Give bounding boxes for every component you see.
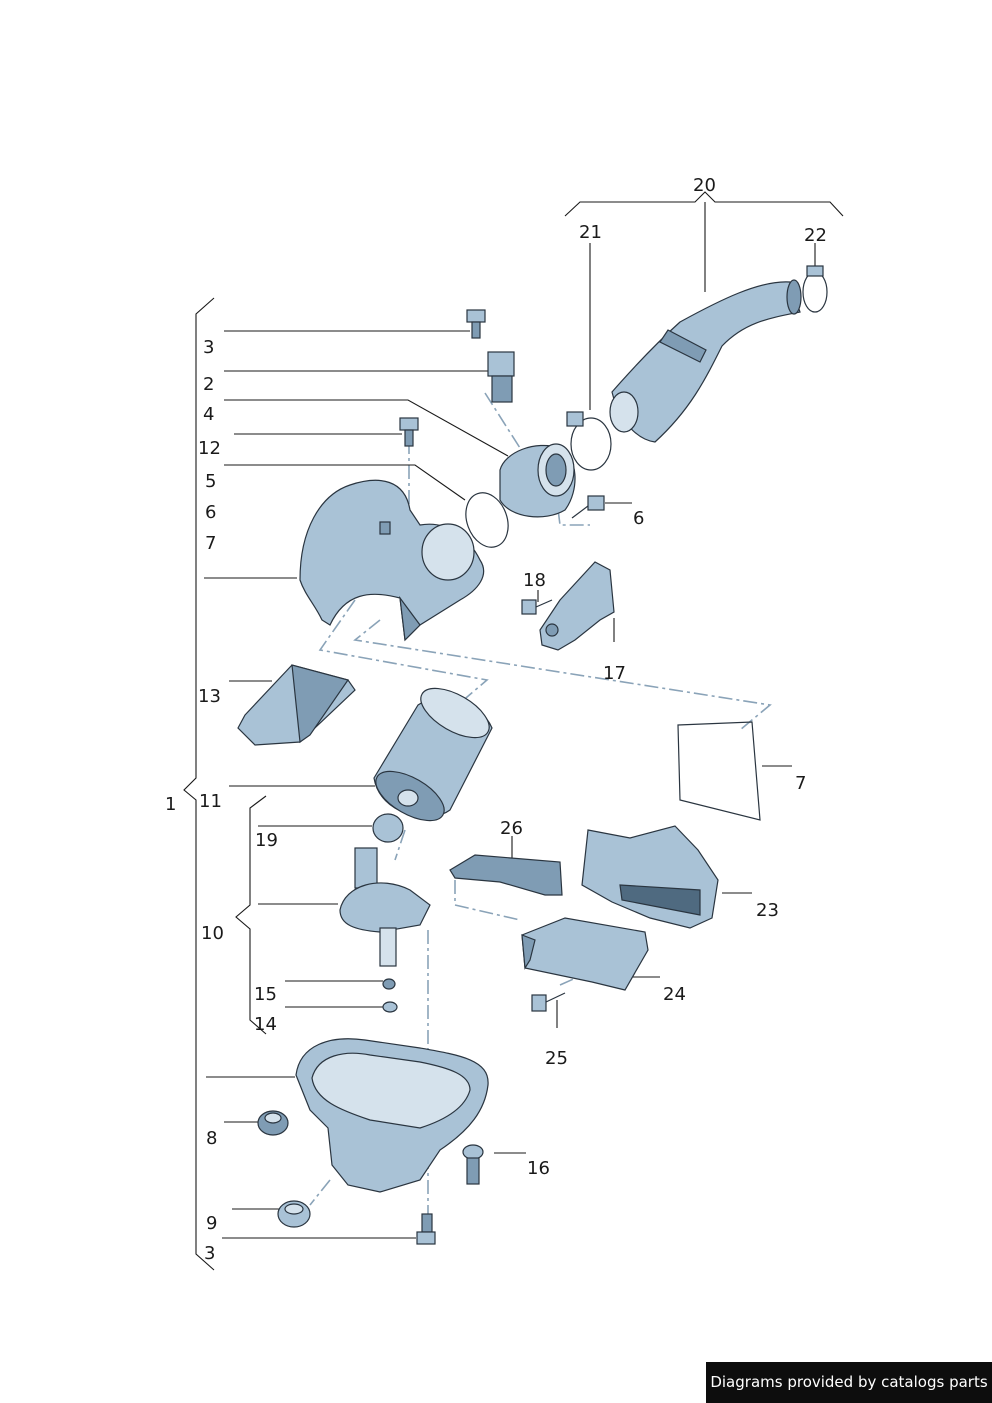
callout-26: 26 [500,818,523,839]
callout-6-right: 6 [633,508,644,529]
callout-8: 8 [206,1128,217,1149]
callout-7-left: 7 [205,533,216,554]
screw-6 [571,495,605,519]
group-bracket-20 [564,191,844,217]
callout-23: 23 [756,900,779,921]
callout-22: 22 [804,225,827,246]
callout-9: 9 [206,1213,217,1234]
intake-hose [609,279,802,443]
air-intake-housing [581,825,719,929]
mounting-bracket [539,561,615,651]
callout-4: 4 [203,404,214,425]
mounting-pin [462,1144,484,1185]
lower-tray [521,917,649,991]
callout-3-top: 3 [203,337,214,358]
group-bracket-10 [235,795,267,1035]
hose-clamp-middle [566,411,612,471]
air-guide-duct [237,664,356,746]
cover-strip [449,854,563,896]
callout-2: 2 [203,374,214,395]
callout-5: 5 [205,471,216,492]
callout-12: 12 [198,438,221,459]
valve-assembly [339,847,431,967]
callout-24: 24 [663,984,686,1005]
hose-clamp-top [802,265,828,313]
washer-15 [382,978,396,990]
air-filter-upper-housing [299,479,485,642]
screw-4 [399,417,419,447]
connecting-pipe [499,443,576,518]
group-bracket-1 [183,297,215,1271]
callout-17: 17 [603,663,626,684]
callout-25: 25 [545,1048,568,1069]
callout-11: 11 [199,791,222,812]
callout-16: 16 [527,1158,550,1179]
screw-18 [521,599,553,615]
callout-10: 10 [201,923,224,944]
callout-3-bottom: 3 [204,1243,215,1264]
grommet-8 [257,1110,289,1136]
screw-top [466,309,486,339]
callout-1: 1 [165,794,176,815]
leader-lines [204,202,816,1239]
air-filter-lower-housing [295,1038,489,1193]
credit-banner: Diagrams provided by catalogs parts [706,1362,992,1403]
washer-14 [382,1001,398,1013]
callout-15: 15 [254,984,277,1005]
filter-element [373,687,493,822]
callout-19: 19 [255,830,278,851]
callout-20: 20 [693,175,716,196]
callout-7-right: 7 [795,773,806,794]
callout-6-left: 6 [205,502,216,523]
grommet-19 [372,813,404,843]
callout-14: 14 [254,1014,277,1035]
callout-labels: 3 2 4 12 5 6 7 13 1 11 19 10 15 14 8 9 3… [165,175,827,1264]
callout-18: 18 [523,570,546,591]
air-mass-sensor [487,351,515,403]
screw-bottom [416,1213,436,1245]
callout-21: 21 [579,222,602,243]
seal-frame [677,721,761,821]
callout-13: 13 [198,686,221,707]
grommet-9 [277,1200,311,1228]
screw-25 [531,992,566,1012]
o-ring [465,492,509,548]
